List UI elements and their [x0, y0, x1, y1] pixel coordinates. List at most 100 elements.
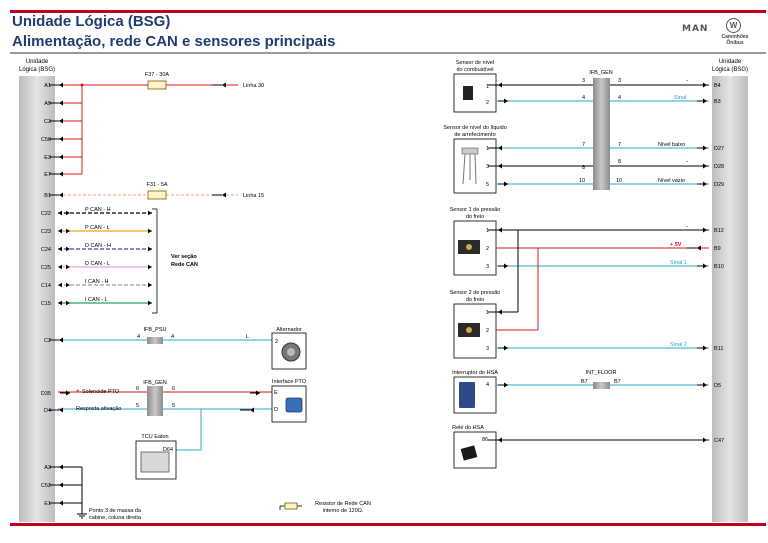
can-label-4: D CAN - L: [85, 261, 110, 267]
right-pin-d28: D28: [714, 164, 724, 170]
linha15-arrow: [212, 192, 226, 198]
gen-pin-5b: 5: [172, 403, 175, 409]
fuse-f31: [147, 190, 167, 200]
left-pin-c52: C52: [41, 483, 51, 489]
gen-left-pin-7: 7: [582, 142, 585, 148]
right-arrows: [488, 82, 707, 443]
right-column-title-1: Unidade: [719, 59, 742, 65]
psu-pin-in: 4: [137, 334, 140, 340]
sensor-in-arrow-4: [488, 309, 502, 315]
right-pin-c47: C47: [714, 438, 724, 444]
gen-pin-6b: 6: [172, 386, 175, 392]
right-arrow-6: [687, 245, 701, 251]
sensor-out-arrow-3: [498, 345, 508, 351]
left-arrow-0: [49, 82, 63, 88]
left-arrow-d4: [49, 407, 63, 413]
alt-pin-2: 2: [275, 339, 278, 345]
hsa-relay-icon: [460, 445, 478, 461]
left-arrow-2: [49, 118, 63, 124]
fuse-f37-label: F37 - 30A: [145, 72, 169, 78]
ground-note-1: Ponto 3 de massa da: [89, 508, 142, 514]
logo-sub-1: Caminhões: [721, 34, 749, 40]
left-pin-c2: C2: [44, 338, 51, 344]
right-arrow-7: [697, 263, 707, 269]
gen-right-pin-7: 7: [618, 142, 621, 148]
right-pin-d29: D29: [714, 182, 724, 188]
coolant-sensor-group: Sensor de nível do líquido de arrefecime…: [443, 125, 709, 194]
fuel-sensor-group: Sensor de nível do combustível 1 2 3 3 4…: [453, 60, 709, 113]
pto-interface-label: Interface PTO: [272, 379, 307, 385]
can-label-6: I CAN - L: [85, 297, 108, 303]
sensor-in-arrow-0: [488, 82, 502, 88]
sensor-in-arrow-2: [488, 163, 502, 169]
press1-pin-3: 3: [486, 264, 489, 270]
brake-sensor-1-group: Sensor 1 de pressão do freio 1 2 3 - + 5…: [450, 207, 709, 276]
vw-logo-icon: W: [726, 18, 741, 33]
can-bracket: Ver seção Rede CAN: [152, 208, 198, 314]
left-column-title-2: Lógica (BSG): [19, 67, 55, 73]
fuel-pin-1: 1: [486, 84, 489, 90]
pto-d-arrow: [240, 407, 254, 413]
resistor-note-1: Resistor de Rede CAN: [315, 501, 371, 507]
press1-label-2: do freio: [466, 214, 484, 220]
pto-wiring: IFB_GEN 6 6 5 5 + Solenoide PTO Resposta…: [58, 379, 307, 480]
gen-right-pin-8: 8: [618, 159, 621, 165]
left-arrow-3: [49, 136, 63, 142]
page-title: Unidade Lógica (BSG): [12, 13, 171, 30]
right-arrow-0: [697, 82, 707, 88]
right-bsg-column: [712, 76, 748, 522]
coolant-pin-5: 5: [486, 182, 489, 188]
press2-pin-2: 2: [486, 328, 489, 334]
left-pin-e7: E7: [44, 172, 51, 178]
ifb-gen-connector-left: [147, 386, 163, 416]
press2-label-2: do freio: [466, 297, 484, 303]
left-pin-d35: D35: [41, 391, 51, 397]
left-pin-c22: C22: [41, 211, 51, 217]
coolant-empty-label: Nível vazio: [658, 178, 685, 184]
left-pin-c50: C50: [41, 137, 51, 143]
right-arrow-10: [697, 437, 707, 443]
coolant-pin-1: 1: [486, 146, 489, 152]
sensor-in-arrow-1: [488, 145, 502, 151]
gen-pin-6a: 6: [136, 386, 139, 392]
left-arrow-10: [49, 500, 63, 506]
fuel-signal-label: Sinal: [674, 95, 686, 101]
left-arrows: [49, 82, 260, 506]
int-floor-connector: [593, 382, 610, 389]
left-arrow-8: [49, 464, 63, 470]
press1-label-1: Sensor 1 de pressão: [450, 207, 501, 213]
sensor-out-arrow-1: [498, 181, 508, 187]
ifb-psu-connector: [147, 337, 163, 344]
right-pin-b3: B3: [714, 99, 721, 105]
gen-left-pin-4: 4: [582, 95, 585, 101]
ground-note-2: cabine, coluna direita: [89, 515, 142, 521]
tcu-label: TCU Eaton: [141, 434, 168, 440]
alt-pin-l: L: [246, 334, 249, 340]
gen-right-pin-3: 3: [618, 78, 621, 84]
gen-left-pin-10: 10: [579, 178, 585, 184]
can-note-2: Rede CAN: [171, 262, 198, 268]
logo-subtitle: Caminhões Ônibus: [718, 34, 752, 46]
header-divider: [10, 52, 766, 54]
press2-pin-1: 1: [486, 310, 489, 316]
left-pin-c15: C15: [41, 301, 51, 307]
gen-left-pin-8: 8: [582, 165, 585, 171]
psu-pin-out: 4: [171, 334, 174, 340]
relay-pin-86: 86: [482, 437, 488, 443]
sensor-out-arrow-2: [498, 263, 508, 269]
gen-pin-5a: 5: [136, 403, 139, 409]
can-label-3: D CAN - H: [85, 243, 111, 249]
left-arrow-9: [49, 482, 63, 488]
bottom-accent-line: [10, 523, 766, 526]
left-pin-a9: A9: [44, 101, 51, 107]
gen-right-pin-4: 4: [618, 95, 621, 101]
pto-e-arrow: [250, 390, 260, 396]
fuel-pin-2: 2: [486, 100, 489, 106]
pto-pin-e: E: [274, 390, 278, 396]
left-pin-a1: A1: [44, 83, 51, 89]
hsa-switch-group: Interruptor do HSA 4 INT_FLOOR B7 B7: [452, 370, 709, 414]
tcu-module-icon: [140, 451, 170, 473]
left-arrow-1: [49, 100, 63, 106]
alternator-label: Alternador: [276, 327, 302, 333]
